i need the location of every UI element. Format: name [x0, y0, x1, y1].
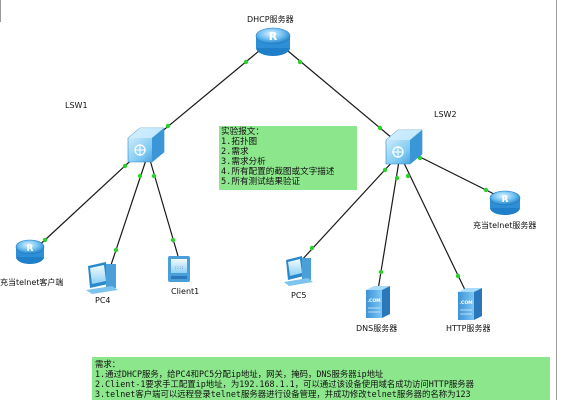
- label-dns-server: DNS服务器: [356, 324, 398, 333]
- router-icon[interactable]: R: [489, 190, 521, 215]
- canvas-border-left: [0, 0, 1, 22]
- svg-text:R: R: [27, 244, 34, 254]
- requirements-note-line: 1.通过DHCP服务，给PC4和PC5分配ip地址，网关，掩码，DNS服务器ip…: [95, 369, 384, 379]
- report-note: 实验报文： 1.拓扑图 2.需求 3.需求分析 4.所有配置的截图或文字描述 5…: [219, 126, 357, 190]
- com-label: .COM: [367, 298, 381, 304]
- requirements-note-line: 2.Client-1要求手工配置ip地址，为192.168.1.1，可以通过该设…: [95, 379, 475, 389]
- link-lsw2-http: [402, 160, 467, 293]
- label-http-server: HTTP服务器: [446, 324, 491, 333]
- requirements-note-line: 3.telnet客户端可以远程登录telnet服务器进行设备管理，并成功修改te…: [95, 389, 471, 399]
- report-note-line: 4.所有配置的截图或文字描述: [221, 167, 335, 177]
- link-lsw2-dns: [377, 160, 400, 291]
- report-note-line: 5.所有测试结果验证: [221, 177, 301, 187]
- label-lsw1: LSW1: [65, 101, 88, 110]
- report-note-line: 2.需求: [221, 147, 249, 157]
- link-lsw1-telnet-client: [31, 151, 141, 253]
- svg-text:R: R: [502, 195, 509, 205]
- port-dots: [42, 59, 489, 279]
- label-lsw2: LSW2: [434, 110, 457, 119]
- link-lsw2-pc5: [299, 159, 395, 263]
- com-label: .COM: [459, 300, 473, 306]
- label-dhcp-server: DHCP服务器: [247, 15, 294, 24]
- requirements-note: 需求： 1.通过DHCP服务，给PC4和PC5分配ip地址，网关，掩码，DNS服…: [92, 357, 550, 400]
- dns-server-icon[interactable]: .COM: [366, 286, 390, 318]
- label-telnet-server: 充当telnet服务器: [473, 221, 537, 230]
- router-icon[interactable]: R: [255, 27, 291, 56]
- report-note-title: 实验报文：: [221, 127, 264, 137]
- svg-text:R: R: [269, 30, 278, 43]
- pc-icon[interactable]: [86, 262, 118, 294]
- svg-text:::::: ::::: [174, 265, 184, 270]
- client-icon[interactable]: ::::: [168, 256, 190, 282]
- http-server-icon[interactable]: .COM: [458, 288, 482, 320]
- pc-icon[interactable]: [284, 256, 313, 286]
- label-pc5: PC5: [291, 291, 307, 300]
- label-pc4: PC4: [95, 296, 111, 305]
- switch-icon[interactable]: [385, 129, 423, 165]
- link-lsw2-telnet-server: [409, 151, 499, 197]
- report-note-line: 3.需求分析: [221, 157, 266, 167]
- router-icon[interactable]: R: [15, 239, 45, 264]
- label-client1: Client1: [171, 287, 200, 296]
- canvas-border-right: [556, 0, 557, 400]
- report-note-line: 1.拓扑图: [221, 137, 258, 147]
- switch-icon[interactable]: [127, 127, 165, 163]
- requirements-note-title: 需求：: [95, 359, 121, 369]
- label-telnet-client: 充当telnet客户端: [0, 278, 64, 287]
